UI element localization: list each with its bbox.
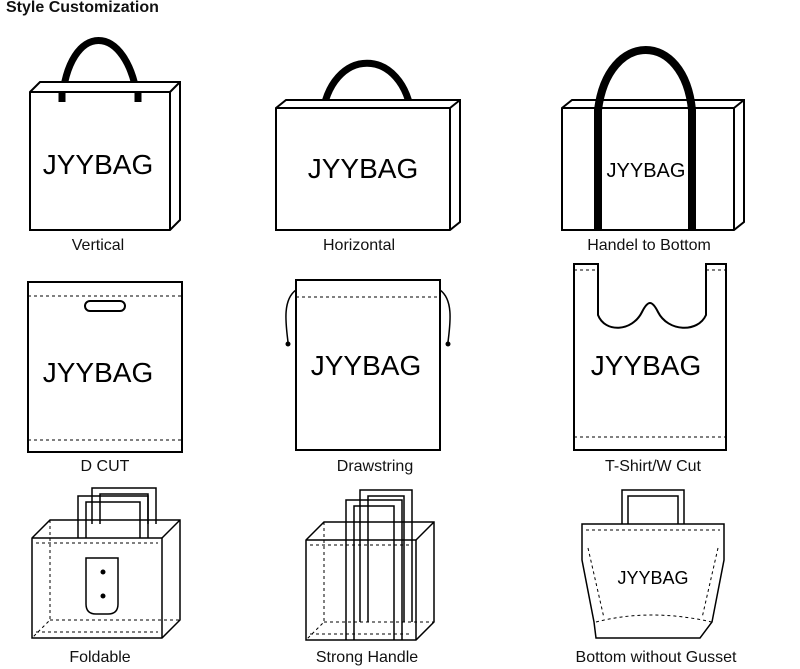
caption-foldable: Foldable [69,649,131,666]
caption-horizontal: Horizontal [322,237,396,254]
handle-to-bottom-brand: JYYBAG [607,160,686,182]
page-title: Style Customization [6,0,159,16]
t-shirt-brand: JYYBAG [591,350,701,381]
caption-handle-to-bottom: Handel to Bottom [587,237,711,254]
caption-d-cut: D CUT [80,458,130,475]
no-gusset-brand: JYYBAG [617,568,688,588]
caption-vertical: Vertical [71,237,125,254]
caption-strong-handle: Strong Handle [315,649,419,666]
drawstring-brand: JYYBAG [311,350,421,381]
caption-t-shirt-w-cut: T-Shirt/W Cut [604,458,702,475]
d-cut-brand: JYYBAG [43,357,153,388]
vertical-brand: JYYBAG [43,149,153,180]
caption-bottom-without-gusset: Bottom without Gusset [575,649,737,666]
horizontal-brand: JYYBAG [308,153,418,184]
caption-drawstring: Drawstring [336,458,414,475]
